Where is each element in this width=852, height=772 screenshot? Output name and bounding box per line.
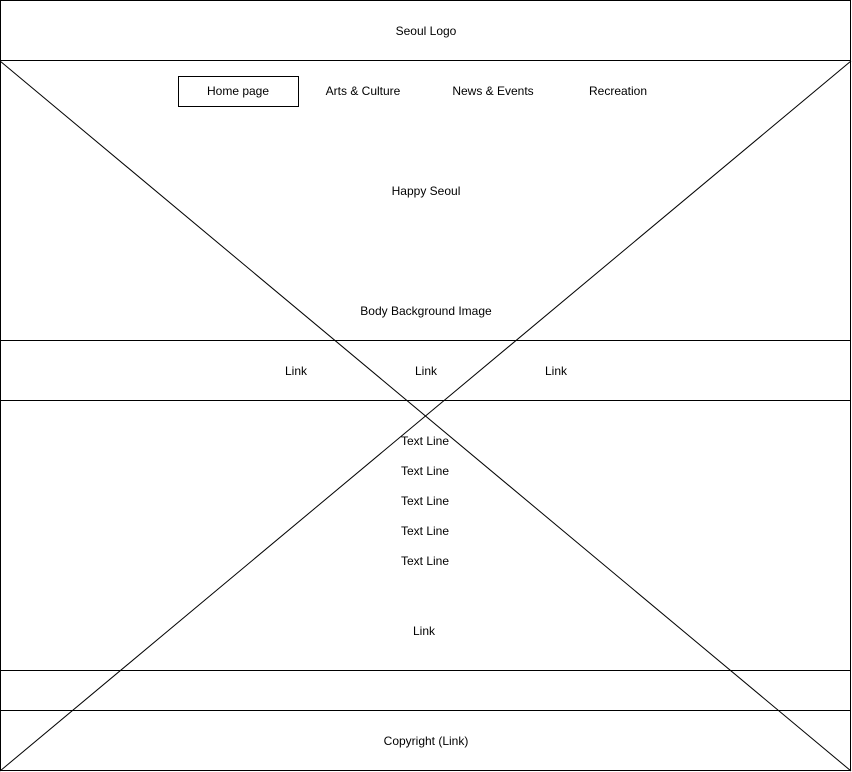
copyright-link[interactable]: Copyright (Link) — [383, 734, 469, 748]
nav-item-home-page[interactable] — [178, 76, 299, 107]
text-line: Text Line — [400, 554, 450, 568]
text-line: Text Line — [400, 434, 450, 448]
nav-item-arts-culture[interactable]: Arts & Culture — [325, 84, 401, 98]
links-row-link-1[interactable]: Link — [284, 364, 308, 378]
nav-item-news-events[interactable]: News & Events — [452, 84, 534, 98]
links-row-link-2[interactable]: Link — [414, 364, 438, 378]
links-row-link-3[interactable]: Link — [544, 364, 568, 378]
body-background-image-label: Body Background Image — [360, 304, 492, 318]
body-background-area — [0, 60, 851, 771]
spacer-band — [0, 670, 851, 711]
text-line: Text Line — [400, 494, 450, 508]
links-row — [0, 340, 851, 401]
site-logo[interactable]: Seoul Logo — [395, 24, 457, 38]
nav-item-recreation[interactable]: Recreation — [588, 84, 648, 98]
text-line: Text Line — [400, 524, 450, 538]
text-line: Text Line — [400, 464, 450, 478]
hero-title: Happy Seoul — [391, 184, 461, 198]
content-link[interactable]: Link — [412, 624, 436, 638]
nav-item-home-page-label[interactable]: Home page — [206, 84, 270, 98]
footer — [0, 710, 851, 771]
